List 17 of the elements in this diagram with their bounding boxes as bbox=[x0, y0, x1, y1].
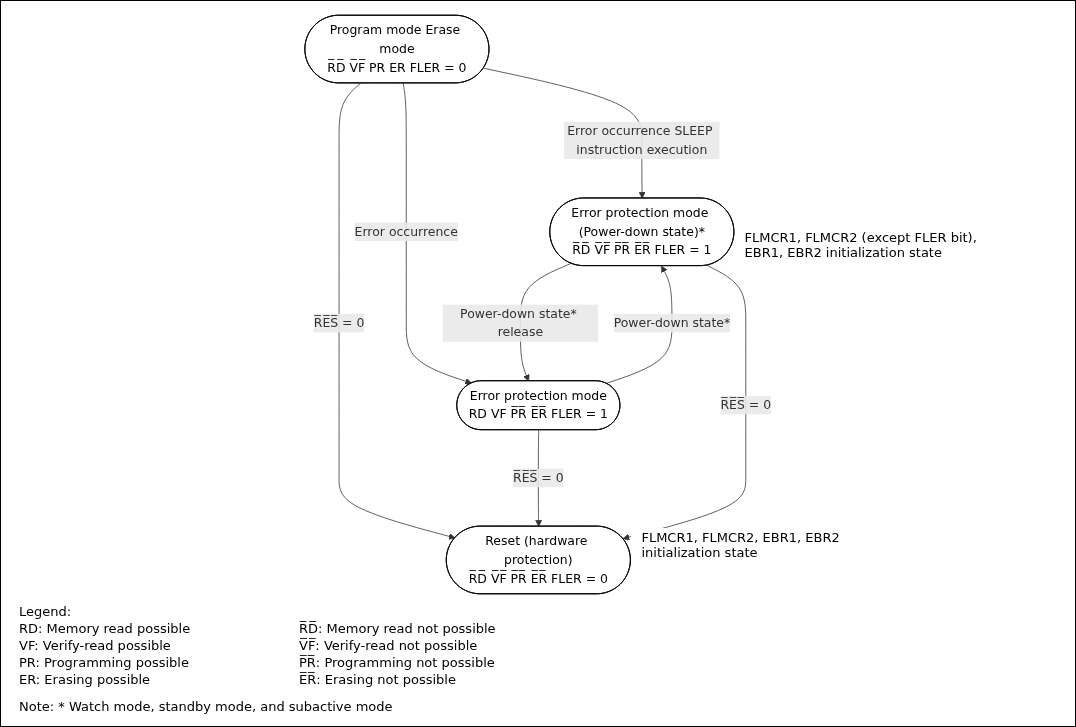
edge-label: Error occurrence bbox=[354, 224, 458, 239]
legend-entry: V̅F̅: Verify-read not possible bbox=[299, 638, 479, 653]
edge-label: R̅E̅S̅ = 0 bbox=[513, 470, 564, 485]
note-text: Note: * Watch mode, standby mode, and subactive mode bbox=[19, 699, 394, 714]
edge-label: Power-down state* bbox=[613, 315, 731, 331]
legend-entry: E̅R̅: Erasing not possible bbox=[299, 672, 457, 687]
edge-label: R̅E̅S̅ = 0 bbox=[720, 397, 772, 413]
legend-entry: ER: Erasing possible bbox=[19, 672, 152, 687]
edge-label: R̅E̅S̅ = 0 bbox=[313, 315, 365, 331]
legend-entry: VF: Verify-read possible bbox=[19, 638, 172, 653]
legend-heading: Legend: bbox=[19, 604, 73, 619]
legend-entry: P̅R̅: Programming not possible bbox=[299, 655, 496, 670]
legend-entry: R̅D̅: Memory read not possible bbox=[299, 621, 497, 636]
legend-entry: RD: Memory read possible bbox=[19, 621, 192, 636]
legend-entry: PR: Programming possible bbox=[19, 655, 190, 670]
edge-label: Error occurrence SLEEP instruction execution bbox=[567, 123, 713, 157]
edge-label: Power-down state* release bbox=[460, 306, 577, 340]
